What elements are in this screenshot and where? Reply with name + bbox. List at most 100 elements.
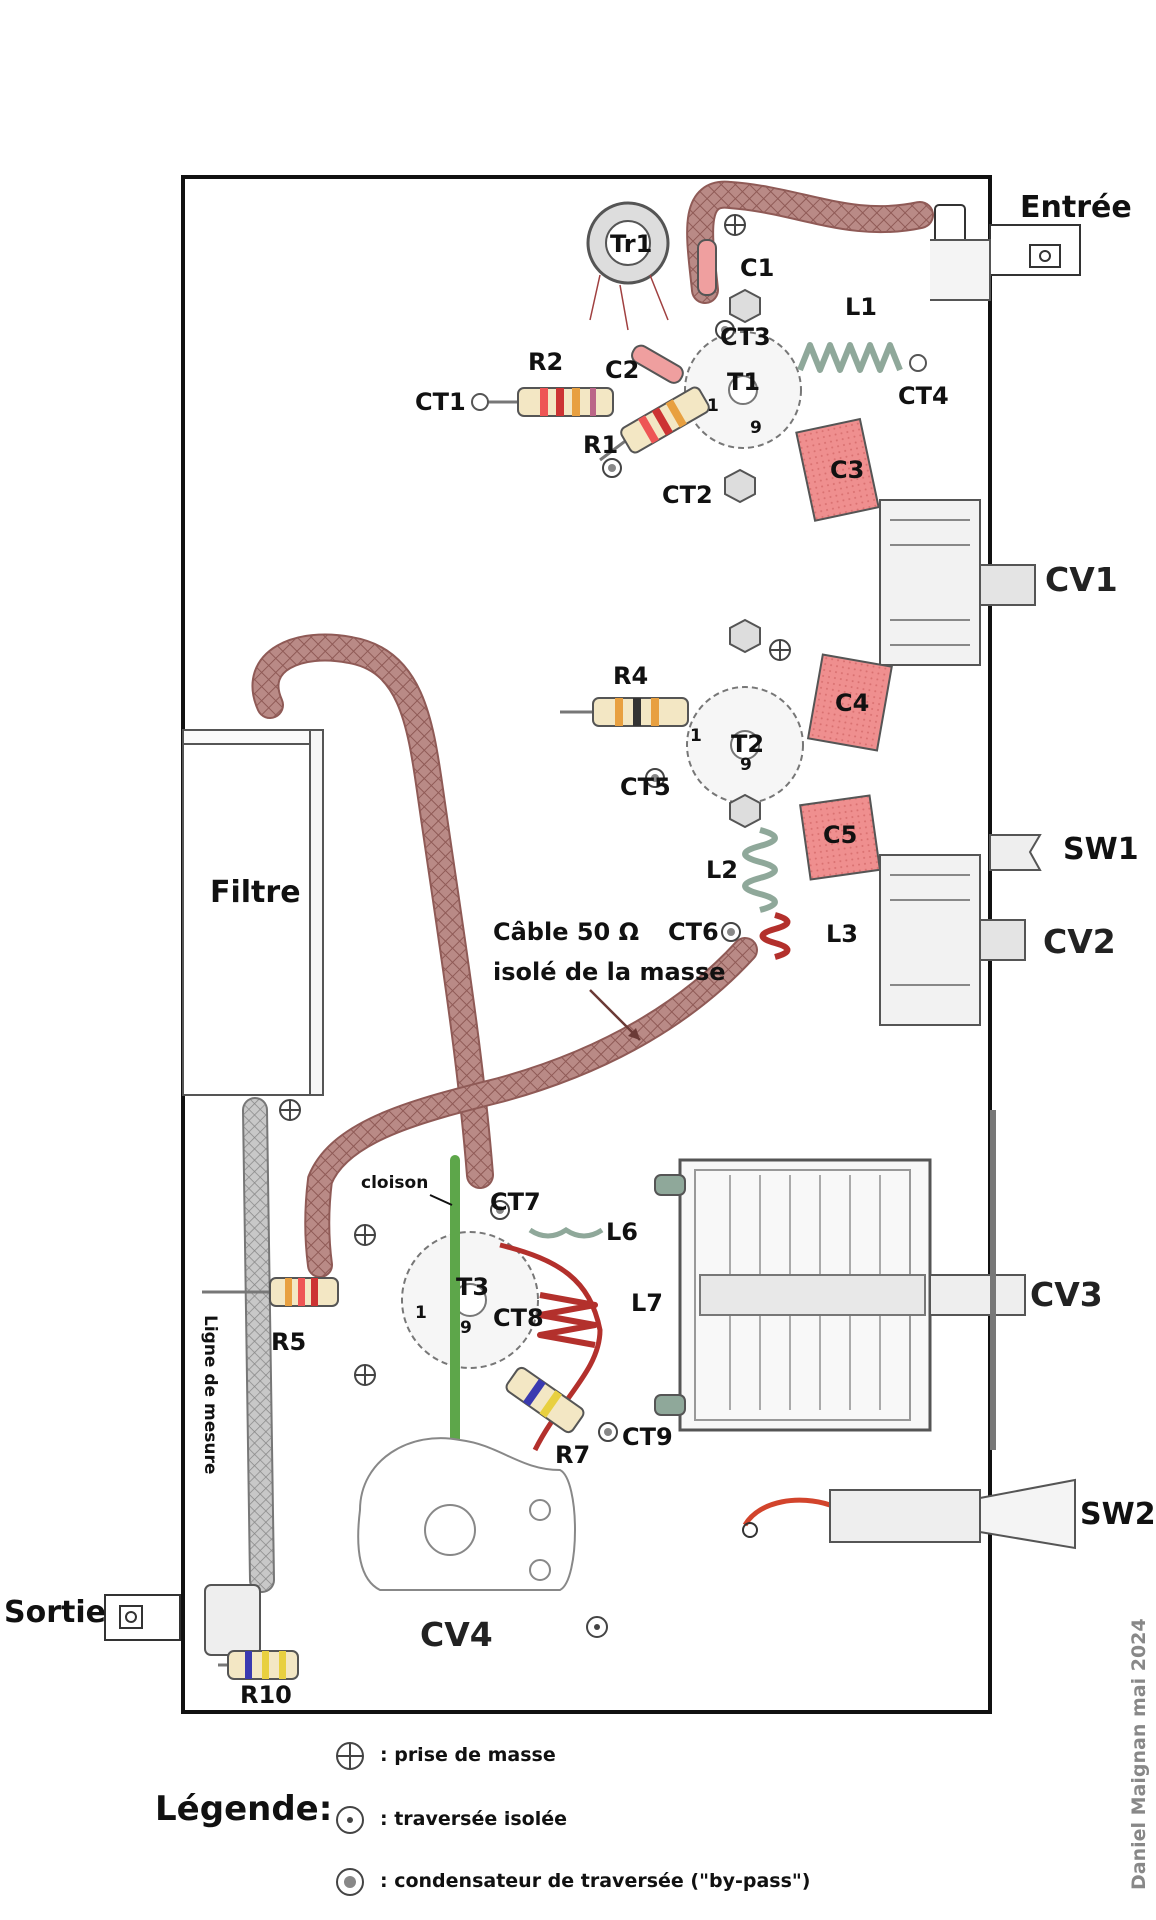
ground-lug-icon xyxy=(769,639,791,661)
t3-pin1-label: 1 xyxy=(415,1303,427,1323)
tr1-label: Tr1 xyxy=(610,230,653,258)
l7-label: L7 xyxy=(631,1289,663,1317)
feedthrough-capacitor-icon xyxy=(490,1200,510,1220)
sw1-switch-shaft xyxy=(989,834,1042,871)
cloison-arrow xyxy=(429,1194,453,1206)
r5-resistor xyxy=(202,1277,339,1307)
r4-label: R4 xyxy=(613,662,649,690)
legend-feedthrough-capacitor-text: : condensateur de traversée ("by-pass") xyxy=(380,1870,811,1892)
t1-tube-socket xyxy=(684,331,802,449)
feedthrough-capacitor-icon xyxy=(645,768,665,788)
r7-label: R7 xyxy=(555,1441,591,1469)
legend-ground-lug-text: : prise de masse xyxy=(380,1744,556,1766)
t3-tube-socket xyxy=(401,1231,539,1369)
r10-label: R10 xyxy=(240,1681,292,1709)
ct6-label: CT6 xyxy=(668,918,719,946)
t3-label: T3 xyxy=(456,1273,490,1301)
ct7-label: CT7 xyxy=(490,1188,541,1216)
insulated-feedthrough-icon xyxy=(586,1616,608,1638)
r7-resistor xyxy=(505,1366,585,1434)
l6-coil xyxy=(528,1226,604,1239)
c2-capacitor xyxy=(631,344,684,384)
nut-hexagon xyxy=(729,793,761,829)
c4-label: C4 xyxy=(835,689,870,717)
r1-label: R1 xyxy=(583,431,619,459)
tr1-toroid xyxy=(586,201,670,285)
r5-label: R5 xyxy=(271,1328,307,1356)
ct1-label: CT1 xyxy=(415,388,466,416)
sw1-label: SW1 xyxy=(1063,832,1139,867)
cv2-variable-capacitor xyxy=(879,854,1026,1026)
ground-lug-icon xyxy=(279,1099,301,1121)
ct9-label: CT9 xyxy=(622,1423,673,1451)
legend-title: Légende: xyxy=(155,1789,333,1829)
cable-annotation-line1: Câble 50 Ω xyxy=(493,918,640,946)
r2-resistor xyxy=(482,387,614,417)
legend-feedthrough-capacitor-icon xyxy=(336,1868,364,1896)
l7-coil xyxy=(537,1292,598,1348)
cv2-label: CV2 xyxy=(1043,922,1116,961)
ct4-feedthrough xyxy=(909,354,927,372)
sw2-label: SW2 xyxy=(1080,1497,1156,1532)
panel-edge xyxy=(990,1110,996,1450)
cv1-label: CV1 xyxy=(1045,560,1118,599)
ct2-label: CT2 xyxy=(662,481,713,509)
cv1-variable-capacitor xyxy=(879,499,1036,666)
t1-pin1-label: 1 xyxy=(707,396,719,416)
ct1-feedthrough xyxy=(471,393,489,411)
c4-capacitor xyxy=(806,653,893,752)
c1-capacitor xyxy=(697,239,717,296)
author-credit: Daniel Maignan mai 2024 xyxy=(1128,1618,1150,1890)
filter-label: Filtre xyxy=(210,875,301,910)
l1-coil xyxy=(797,342,903,373)
c1-label: C1 xyxy=(740,254,775,282)
t2-label: T2 xyxy=(731,730,765,758)
t2-tube-socket xyxy=(686,686,804,804)
feedthrough-capacitor-icon xyxy=(715,320,735,340)
cv3-label: CV3 xyxy=(1030,1275,1103,1314)
t1-pin9-label: 9 xyxy=(750,418,762,438)
ground-lug-icon xyxy=(354,1224,376,1246)
filter-box xyxy=(182,729,324,1096)
l6-label: L6 xyxy=(606,1218,638,1246)
sw2-switch xyxy=(742,1478,1076,1550)
l2-label: L2 xyxy=(706,856,738,884)
r4-resistor xyxy=(560,697,689,727)
legend-insulated-feedthrough-icon xyxy=(336,1806,364,1834)
cv4-label: CV4 xyxy=(420,1615,493,1654)
c3-capacitor xyxy=(795,417,880,522)
ground-lug-icon xyxy=(354,1364,376,1386)
r2-label: R2 xyxy=(528,348,564,376)
output-label: Sortie xyxy=(4,1595,106,1630)
cv4-variable-capacitor xyxy=(357,1437,576,1591)
input-bnc-connector xyxy=(930,204,1081,301)
t3-pin9-label: 9 xyxy=(460,1318,472,1338)
cv3-variable-capacitor xyxy=(654,1158,1026,1432)
legend-insulated-feedthrough-text: : traversée isolée xyxy=(380,1808,567,1830)
ct5-label: CT5 xyxy=(620,773,671,801)
feedthrough-capacitor-icon xyxy=(721,922,741,942)
ct3-label: CT3 xyxy=(720,323,771,351)
cloison-label: cloison xyxy=(361,1173,429,1193)
cable-annotation-line2: isolé de la masse xyxy=(493,958,726,986)
feedthrough-capacitor-icon xyxy=(602,458,622,478)
annotation-arrow xyxy=(589,989,641,1041)
t2-pin1-label: 1 xyxy=(690,726,702,746)
measurement-line-label: Ligne de mesure xyxy=(200,1315,220,1475)
t2-pin9-label: 9 xyxy=(740,755,752,775)
nut-hexagon xyxy=(724,468,756,504)
nut-hexagon xyxy=(729,288,761,324)
t1-label: T1 xyxy=(727,368,761,396)
r10-resistor xyxy=(218,1650,299,1680)
input-label: Entrée xyxy=(1020,190,1132,225)
l2-coil xyxy=(742,827,778,913)
nut-hexagon xyxy=(729,618,761,654)
ct4-label: CT4 xyxy=(898,382,949,410)
c5-capacitor xyxy=(799,794,882,881)
l3-coil xyxy=(759,912,791,960)
c5-label: C5 xyxy=(823,821,858,849)
r1-resistor xyxy=(599,386,710,462)
ground-lug-icon xyxy=(724,214,746,236)
c3-label: C3 xyxy=(830,456,865,484)
